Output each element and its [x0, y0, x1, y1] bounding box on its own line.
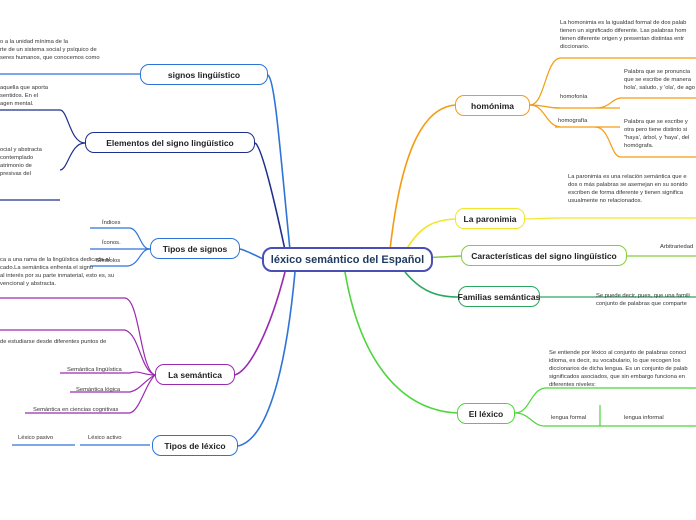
homonimia-description: La homonimia es la igualdad formal de do… — [560, 20, 687, 50]
node-la-semantica[interactable]: La semántica — [155, 364, 235, 385]
semantica-item-linguistica[interactable]: Semántica lingüística — [67, 367, 122, 373]
central-topic[interactable]: léxico semántico del Español — [262, 247, 433, 272]
familias-description: Se puede decir, pues, que una famili con… — [596, 293, 690, 307]
lengua-informal-label[interactable]: lengua informal — [624, 415, 664, 421]
lexico-activo-label[interactable]: Léxico activo — [88, 435, 122, 441]
node-el-lexico[interactable]: El léxico — [457, 403, 515, 424]
tipos-signos-item-iconos[interactable]: Íconos. — [102, 240, 121, 246]
elementos-significante-text: ocial y abstracta contemplado atrimonio … — [0, 147, 42, 177]
node-homonimia[interactable]: homónima — [455, 95, 530, 116]
node-paronimia[interactable]: La paronimia — [455, 208, 525, 229]
homofonia-label[interactable]: homofonía — [560, 94, 588, 100]
node-elementos-signo[interactable]: Elementos del signo lingüístico — [85, 132, 255, 153]
connector-elementos — [254, 142, 286, 251]
semantica-item-cognitivas[interactable]: Semántica en ciencias cognitivas — [33, 407, 119, 413]
connector-semantica — [234, 271, 286, 376]
lexico-pasivo-label[interactable]: Léxico pasivo — [18, 435, 54, 441]
node-familias-semanticas[interactable]: Familias semánticas — [458, 286, 540, 307]
caracteristicas-item-arbitrariedad[interactable]: Arbitrariedad — [660, 244, 694, 250]
signos-description: o a la unidad mínima de la rte de un sis… — [0, 39, 100, 61]
homografia-description: Palabra que se escribe y otra pero tiene… — [624, 119, 690, 149]
node-signos-linguistico[interactable]: signos lingüístico — [140, 64, 268, 85]
connector-familias — [404, 271, 459, 298]
tipos-signos-item-simbolos[interactable]: Símbolos — [96, 258, 121, 264]
elementos-significado-text: aquella que aporta sentidos. En el agen … — [0, 85, 49, 107]
lexico-description: Se entiende por léxico al conjunto de pa… — [549, 350, 688, 388]
lengua-formal-label[interactable]: lengua formal — [551, 415, 587, 421]
node-caracteristicas-signo[interactable]: Características del signo lingüístico — [461, 245, 627, 266]
right-subconnectors — [514, 57, 696, 427]
left-subconnectors — [0, 73, 156, 446]
connector-homonimia — [389, 104, 456, 251]
semantica-item-logica[interactable]: Semántica lógica — [76, 387, 121, 393]
node-tipos-lexico[interactable]: Tipos de léxico — [152, 435, 238, 456]
homografia-label[interactable]: homografía — [558, 118, 588, 124]
connector-paronimia — [404, 218, 456, 253]
connector-signos — [267, 74, 291, 251]
homofonia-description: Palabra que se pronuncia que se escribe … — [624, 69, 696, 91]
connector-tipos-lexico — [237, 271, 296, 447]
tipos-signos-item-indices[interactable]: Índices — [102, 220, 121, 226]
semantica-description: ca a una rama de la lingüística dedicada… — [0, 257, 115, 287]
branch-connectors — [234, 74, 462, 447]
paronimia-description: La paronimia es una relación semántica q… — [568, 174, 688, 204]
connector-lexico — [344, 271, 458, 414]
semantica-item-puntos[interactable]: de estudiarse desde diferentes puntos de — [0, 339, 107, 345]
node-tipos-signos[interactable]: Tipos de signos — [150, 238, 240, 259]
